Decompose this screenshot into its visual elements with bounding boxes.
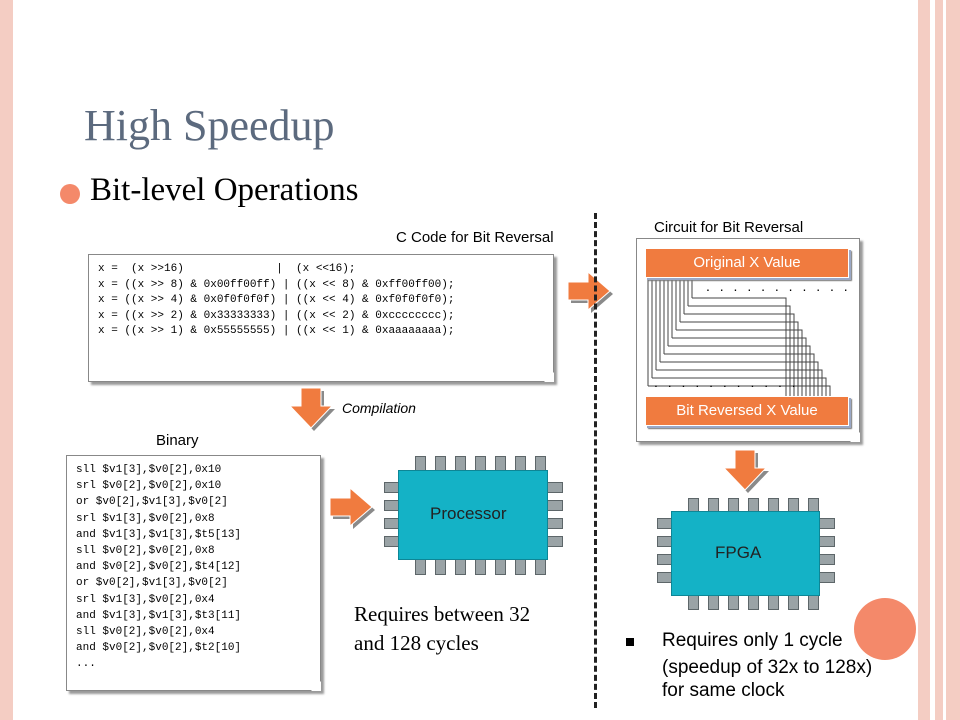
section-divider bbox=[594, 213, 597, 708]
circuit-label: Circuit for Bit Reversal bbox=[654, 219, 804, 236]
code-to-circuit-arrow-icon bbox=[568, 272, 613, 313]
binary-line: sll $v1[3],$v0[2],0x10 bbox=[76, 464, 222, 476]
binary-line: srl $v1[3],$v0[2],0x8 bbox=[76, 512, 215, 525]
compilation-label: Compilation bbox=[342, 400, 416, 416]
binary-line: sll $v0[2],$v0[2],0x8 bbox=[76, 545, 215, 558]
binary-line: sll $v0[2],$v0[2],0x4 bbox=[76, 626, 215, 639]
fpga-requirement-line: Requires only 1 cycle bbox=[662, 630, 843, 651]
binary-line: srl $v0[2],$v0[2],0x10 bbox=[76, 480, 222, 493]
bullet-text: Bit-level Operations bbox=[90, 172, 359, 208]
right-border-stripe bbox=[935, 0, 943, 720]
c-code-block: x = (x >>16) | (x <<16); x = ((x >> 8) &… bbox=[98, 262, 454, 340]
binary-code-block: sll $v1[3],$v0[2],0x10 srl $v0[2],$v0[2]… bbox=[76, 462, 241, 673]
binary-line: or $v0[2],$v1[3],$v0[2] bbox=[76, 496, 228, 509]
c-code-box bbox=[88, 254, 554, 382]
original-x-value-bar: Original X Value bbox=[645, 248, 849, 278]
fpga-requirement-bullet bbox=[626, 638, 634, 646]
bit-reversed-x-value-bar: Bit Reversed X Value bbox=[645, 396, 849, 426]
binary-line: srl $v1[3],$v0[2],0x4 bbox=[76, 593, 215, 606]
fpga-chip: FPGA bbox=[657, 498, 835, 610]
binary-line: or $v0[2],$v1[3],$v0[2] bbox=[76, 577, 228, 590]
right-border-stripe bbox=[918, 0, 930, 720]
slide-title: High Speedup bbox=[84, 101, 335, 150]
c-code-label: C Code for Bit Reversal bbox=[396, 229, 554, 246]
binary-line: ... bbox=[76, 658, 96, 671]
binary-line: and $v1[3],$v1[3],$t3[11] bbox=[76, 609, 242, 622]
binary-line: and $v0[2],$v0[2],$t4[12] bbox=[76, 561, 242, 574]
c-code-line: x = (x >>16) | (x <<16); bbox=[98, 263, 356, 275]
processor-requirement-line: Requires between 32 bbox=[354, 602, 531, 626]
compilation-arrow-icon bbox=[290, 387, 335, 431]
fpga-requirement-line: (speedup of 32x to 128x) bbox=[662, 657, 873, 678]
c-code-line: x = ((x >> 4) & 0x0f0f0f0f) | ((x << 4) … bbox=[98, 294, 455, 306]
bullet-dot bbox=[60, 184, 80, 204]
circuit-to-fpga-arrow-icon bbox=[724, 449, 769, 493]
c-code-line: x = ((x >> 2) & 0x33333333) | ((x << 2) … bbox=[98, 309, 455, 322]
processor-label: Processor bbox=[430, 504, 507, 523]
fpga-requirement-line: for same clock bbox=[662, 680, 785, 701]
right-border-stripe bbox=[946, 0, 960, 720]
binary-line: and $v0[2],$v0[2],$t2[10] bbox=[76, 642, 242, 655]
decorative-orange-circle bbox=[854, 598, 916, 660]
binary-label: Binary bbox=[156, 432, 199, 449]
processor-requirement-line: and 128 cycles bbox=[354, 631, 479, 655]
binary-code-box bbox=[66, 455, 321, 691]
circuit-wires bbox=[647, 276, 831, 396]
binary-line: and $v1[3],$v1[3],$t5[13] bbox=[76, 528, 242, 541]
processor-chip: Processor bbox=[384, 456, 564, 576]
c-code-line: x = ((x >> 8) & 0x00ff00ff) | ((x << 8) … bbox=[98, 278, 455, 291]
circuit-dots-top: . . . . . . . . . . . bbox=[706, 278, 851, 294]
binary-to-processor-arrow-icon bbox=[330, 488, 375, 529]
c-code-line: x = ((x >> 1) & 0x55555555) | ((x << 1) … bbox=[98, 325, 455, 337]
fpga-label: FPGA bbox=[715, 543, 762, 562]
circuit-dots-bottom: . . . . . . . . . . . bbox=[654, 374, 799, 390]
left-border-stripe bbox=[0, 0, 13, 720]
